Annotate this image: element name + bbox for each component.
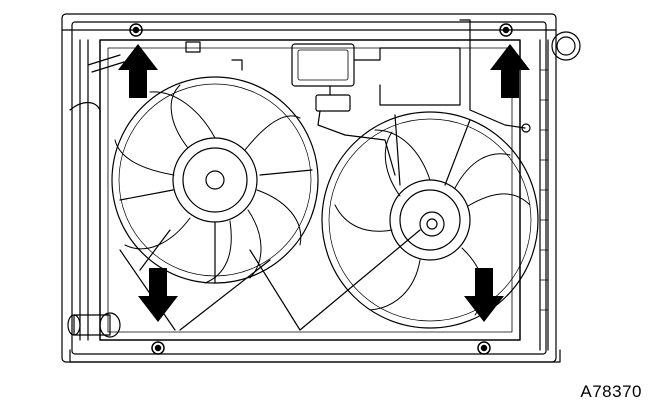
arrow-down-icon bbox=[464, 268, 504, 322]
fan-shroud bbox=[99, 39, 521, 341]
arrow-up-icon bbox=[490, 44, 530, 98]
right-fan bbox=[321, 111, 539, 329]
bolt-top-left bbox=[129, 23, 143, 37]
bolt-bottom-left bbox=[151, 341, 165, 355]
indicator-arrows bbox=[118, 44, 530, 322]
figure-id-label: A78370 bbox=[580, 382, 642, 401]
coolant-hose bbox=[67, 54, 125, 338]
bolt-top-right bbox=[499, 23, 513, 37]
mounting-bolts bbox=[129, 23, 513, 355]
radiator-frame bbox=[61, 13, 581, 363]
left-fan bbox=[111, 76, 319, 284]
bolt-bottom-right bbox=[477, 341, 491, 355]
wiring-harness bbox=[185, 19, 531, 176]
arrow-up-icon bbox=[118, 44, 158, 98]
arrow-down-icon bbox=[138, 268, 178, 322]
